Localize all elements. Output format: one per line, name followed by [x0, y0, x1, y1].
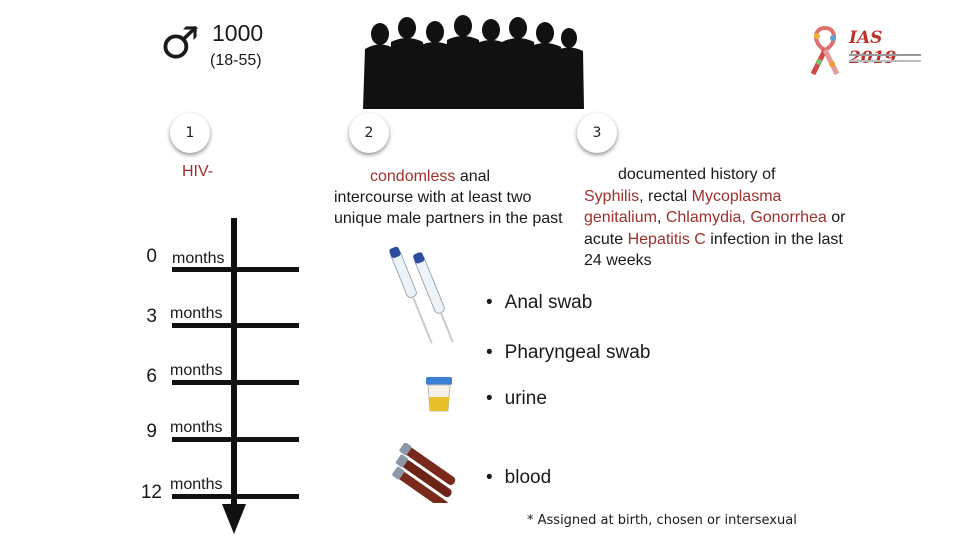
criterion-3-text: documented history of Syphilis, rectal M… — [584, 164, 854, 272]
sample-anal-swab: • Anal swab — [486, 292, 592, 314]
bullet-dot: • — [486, 342, 493, 363]
timeline-unit-6: months — [170, 362, 222, 380]
ribbon-logo-icon — [805, 22, 845, 78]
swab-tubes-image — [378, 238, 468, 353]
sample-blood: • blood — [486, 467, 551, 489]
syphilis-highlight: Syphilis — [584, 188, 639, 205]
footnote: * Assigned at birth, chosen or intersexu… — [527, 513, 797, 528]
pharyngeal-swab-label: Pharyngeal swab — [505, 342, 651, 363]
gonorrhea-highlight: Gonorrhea — [750, 209, 827, 226]
criterion-2-badge: 2 — [349, 113, 389, 153]
age-range: (18-55) — [210, 52, 262, 70]
criterion-3-body: Syphilis, rectal Mycoplasma genitalium, … — [584, 186, 854, 272]
hepatitis-highlight: Hepatitis C — [628, 231, 706, 248]
criterion-3-sep1: , rectal — [639, 188, 691, 205]
timeline-tick-3 — [172, 323, 299, 328]
timeline-tick-9 — [172, 437, 299, 442]
timeline-tick-0 — [172, 267, 299, 272]
timeline-tick-12 — [172, 494, 299, 499]
bullet-dot: • — [486, 388, 493, 409]
timeline-num-3: 3 — [117, 306, 157, 328]
timeline-num-9: 9 — [117, 421, 157, 443]
sample-urine: • urine — [486, 388, 547, 410]
timeline-tick-6 — [172, 380, 299, 385]
anal-swab-label: Anal swab — [505, 292, 593, 313]
criterion-1-text: HIV- — [182, 163, 213, 181]
timeline-unit-12: months — [170, 476, 222, 494]
timeline-arrowhead-icon — [222, 504, 246, 534]
urine-cup-image — [424, 377, 454, 413]
timeline-unit-0: months — [172, 250, 224, 268]
criterion-2-text: condomless anal intercourse with at leas… — [334, 166, 564, 229]
bullet-dot: • — [486, 467, 493, 488]
timeline-unit-3: months — [170, 305, 222, 323]
ias-2019-logo: IAS 2019 — [805, 22, 925, 78]
criterion-3-badge: 3 — [577, 113, 617, 153]
urine-label: urine — [505, 388, 547, 409]
timeline-num-6: 6 — [117, 366, 157, 388]
timeline-num-12: 12 — [122, 482, 162, 504]
criterion-3-line1: documented history of — [584, 164, 854, 186]
timeline-unit-9: months — [170, 419, 222, 437]
bullet-dot: • — [486, 292, 493, 313]
chlamydia-highlight: Chlamydia, — [666, 209, 746, 226]
timeline-axis — [231, 218, 237, 508]
timeline-num-0: 0 — [117, 246, 157, 268]
condomless-highlight: condomless — [370, 168, 455, 185]
participant-count: 1000 — [212, 20, 263, 47]
criterion-3-sep2: , — [657, 209, 666, 226]
criterion-1-badge: 1 — [170, 113, 210, 153]
blood-label: blood — [505, 467, 552, 488]
sample-pharyngeal-swab: • Pharyngeal swab — [486, 342, 650, 364]
blood-tubes-image — [385, 443, 470, 503]
asterisk-mark: * — [192, 24, 198, 42]
logo-text: IAS 2019 — [849, 28, 925, 68]
crowd-silhouette-image — [355, 14, 585, 109]
